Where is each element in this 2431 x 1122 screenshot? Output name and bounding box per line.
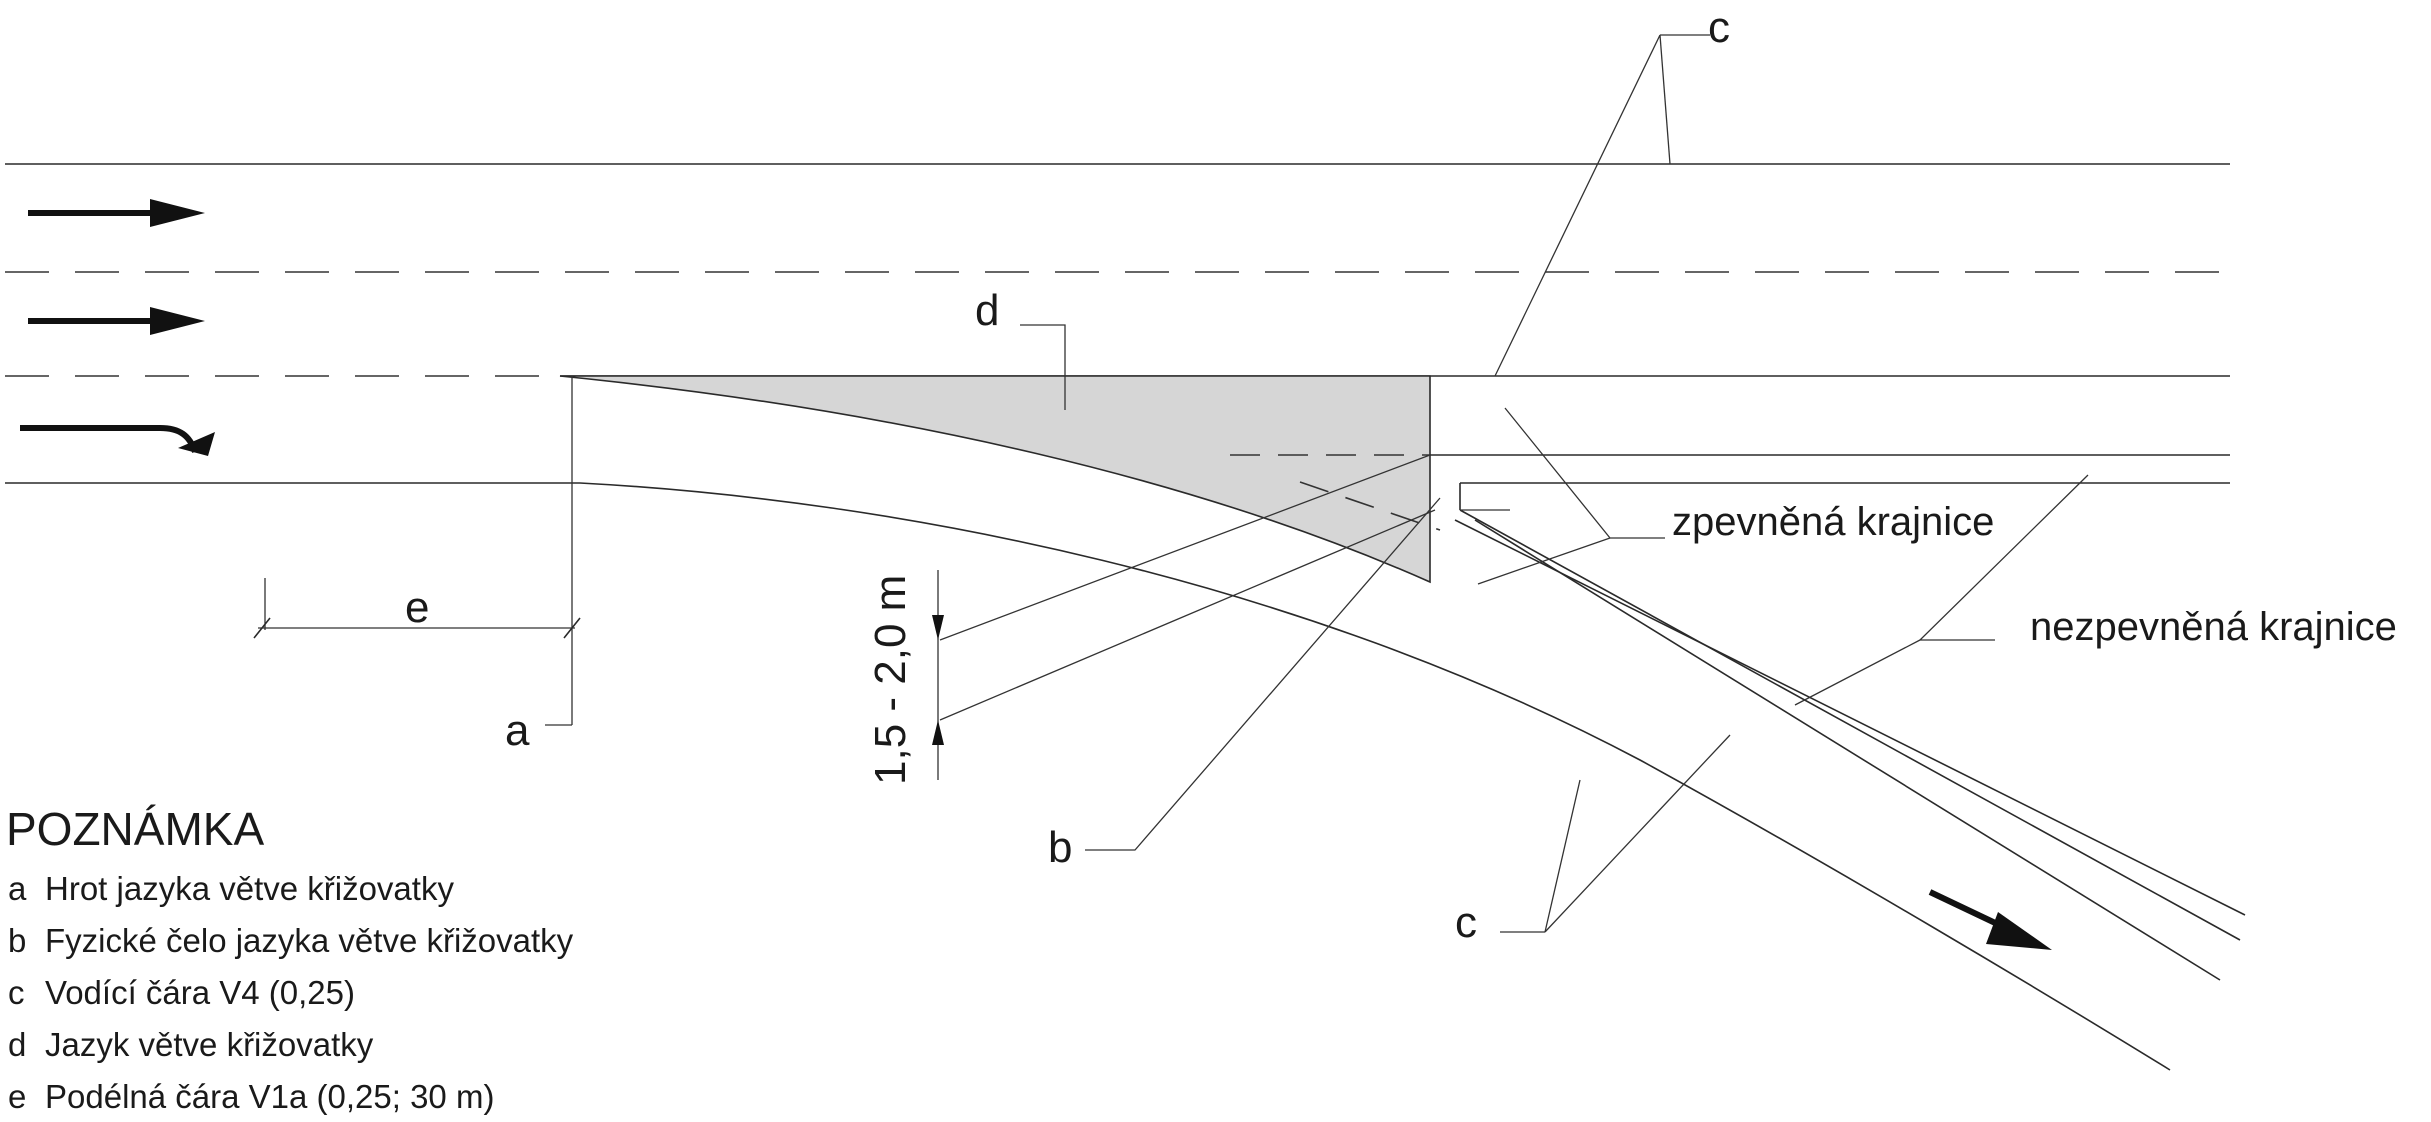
d-leader	[1020, 324, 1066, 410]
e-tick-left	[253, 617, 271, 639]
dimension-label: 1,5 - 2,0 m	[866, 575, 915, 785]
arrow-right-icon	[28, 307, 205, 335]
turn-right-arrow-icon	[20, 425, 215, 456]
label-unpaved-shoulder: nezpevněná krajnice	[2030, 605, 2397, 649]
label-c-bottom: c	[1455, 898, 1477, 947]
c-bottom-leader-1	[1544, 779, 1581, 933]
notes-list: a Hrot jazyka větve křižovatky b Fyzické…	[8, 870, 574, 1115]
note-text-e: Podélná čára V1a (0,25; 30 m)	[45, 1078, 494, 1115]
note-key-d: d	[8, 1026, 26, 1063]
arrow-right-icon	[28, 199, 205, 227]
c-top-leader-to-edge	[1659, 34, 1671, 165]
arrow-down-right-icon	[1928, 889, 2052, 950]
dimension-arrow-down-icon	[932, 615, 944, 640]
label-b: b	[1048, 823, 1072, 872]
note-key-b: b	[8, 922, 26, 959]
note-key-c: c	[8, 974, 25, 1011]
note-text-d: Jazyk větve křižovatky	[45, 1026, 374, 1063]
ramp-outer-edge-1	[1454, 519, 2246, 916]
label-a: a	[505, 706, 530, 755]
note-text-a: Hrot jazyka větve křižovatky	[45, 870, 454, 907]
notes-title: POZNÁMKA	[6, 803, 264, 855]
c-bottom-leader-2	[1544, 734, 1731, 933]
e-tick-right	[563, 617, 581, 639]
note-key-a: a	[8, 870, 27, 907]
note-text-c: Vodící čára V4 (0,25)	[45, 974, 355, 1011]
label-paved-shoulder: zpevněná krajnice	[1672, 500, 1994, 544]
label-c-top: c	[1708, 3, 1730, 52]
dimension-leader-lower	[939, 509, 1436, 721]
dimension-leader-upper	[939, 454, 1431, 641]
ramp-outer-edge-3	[1474, 519, 2221, 981]
c-top-leader-to-nose	[1494, 34, 1661, 377]
note-key-e: e	[8, 1078, 26, 1115]
paved-shoulder-leader-2	[1477, 537, 1611, 585]
gore-dashed-diag	[1299, 481, 1441, 531]
b-leader	[1085, 497, 1441, 851]
note-text-b: Fyzické čelo jazyka větve křižovatky	[45, 922, 574, 959]
label-e: e	[405, 583, 429, 632]
ramp-inner-edge	[579, 482, 2171, 1071]
gore-area-hatched	[559, 375, 1431, 584]
ramp-outer-edge-2	[1459, 483, 2241, 941]
unpaved-shoulder-leader-2	[1794, 639, 1921, 706]
label-d: d	[975, 286, 999, 335]
paved-shoulder-leader	[1504, 407, 1665, 539]
dimension-arrow-up-icon	[932, 720, 944, 745]
